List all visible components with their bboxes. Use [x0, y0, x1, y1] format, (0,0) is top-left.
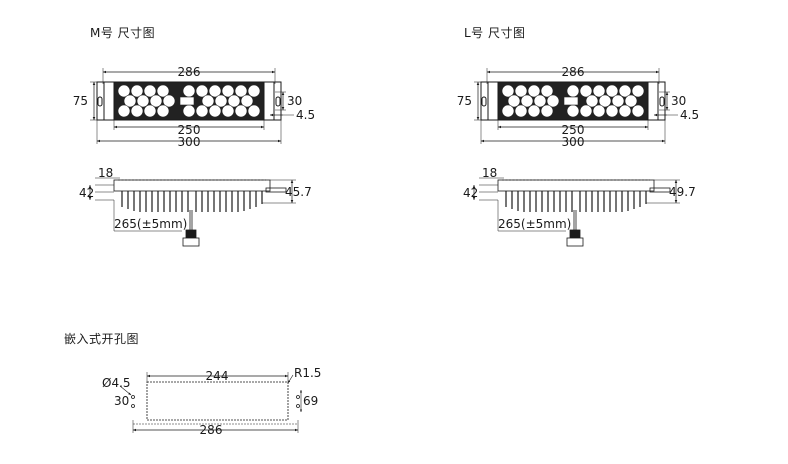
l-height-75: 75 — [457, 94, 472, 108]
l-led-lenses — [501, 84, 645, 118]
cutout-overall-286: 286 — [200, 423, 223, 437]
l-side-profile — [472, 177, 680, 247]
cutout-title: 嵌入式开孔图 — [64, 332, 140, 346]
m-side-30: 30 — [287, 94, 302, 108]
cutout-radius: R1.5 — [294, 366, 321, 380]
l-profile-42: 42 — [463, 186, 478, 200]
cutout-spacing-30: 30 — [114, 394, 129, 408]
m-led-lenses — [117, 84, 261, 118]
m-overall-300: 300 — [178, 135, 201, 149]
m-cable-length: 265(±5mm) — [114, 217, 187, 231]
l-inner-250: 250 — [562, 123, 585, 137]
cutout-height-69: 69 — [303, 394, 318, 408]
m-size-title: M号 尺寸图 — [90, 26, 156, 40]
l-overall-300: 300 — [562, 135, 585, 149]
m-height-75: 75 — [73, 94, 88, 108]
m-side-profile — [88, 177, 296, 247]
m-profile-45-7: 45.7 — [285, 185, 312, 199]
m-heatsink-fins — [121, 191, 263, 212]
m-length-286: 286 — [178, 65, 201, 79]
cutout-hole-diameter: Ø4.5 — [102, 376, 131, 390]
cutout-outline — [119, 372, 303, 433]
l-heatsink-fins — [505, 191, 647, 212]
l-profile-49-7: 49.7 — [669, 185, 696, 199]
m-profile-18: 18 — [98, 166, 113, 180]
l-side-30: 30 — [671, 94, 686, 108]
m-profile-42: 42 — [79, 186, 94, 200]
m-inner-250: 250 — [178, 123, 201, 137]
l-profile-18: 18 — [482, 166, 497, 180]
cutout-width-244: 244 — [206, 369, 229, 383]
l-length-286: 286 — [562, 65, 585, 79]
l-size-title: L号 尺寸图 — [464, 26, 526, 40]
m-hole-4-5: 4.5 — [296, 108, 315, 122]
l-cable-length: 265(±5mm) — [498, 217, 571, 231]
l-hole-4-5: 4.5 — [680, 108, 699, 122]
